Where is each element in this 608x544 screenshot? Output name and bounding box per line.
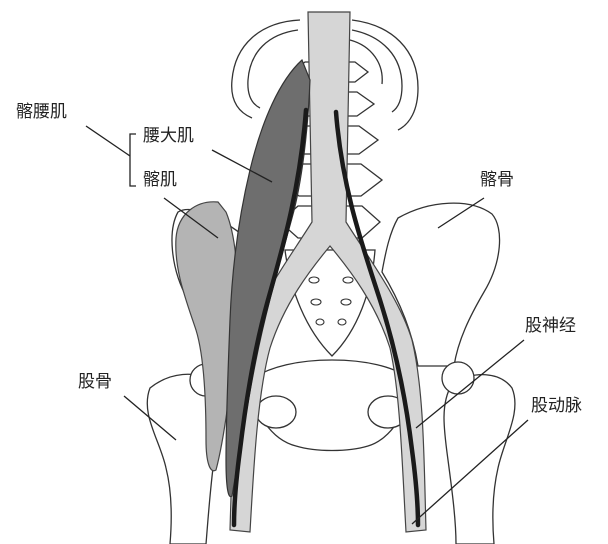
label-iliopsoas: 髂腰肌 <box>16 104 67 121</box>
bracket-iliopsoas <box>130 134 136 186</box>
femoral-head-right <box>442 362 474 394</box>
label-psoas-major: 腰大肌 <box>143 128 194 145</box>
obturator-left <box>256 396 296 428</box>
label-femoral-artery: 股动脉 <box>531 398 582 415</box>
femur-right <box>444 375 515 544</box>
label-iliacus: 髂肌 <box>143 172 177 189</box>
leader-iliopsoas <box>86 126 130 156</box>
label-femoral-nerve: 股神经 <box>525 318 576 335</box>
label-ilium: 髂骨 <box>480 172 514 189</box>
label-femur: 股骨 <box>78 374 112 391</box>
